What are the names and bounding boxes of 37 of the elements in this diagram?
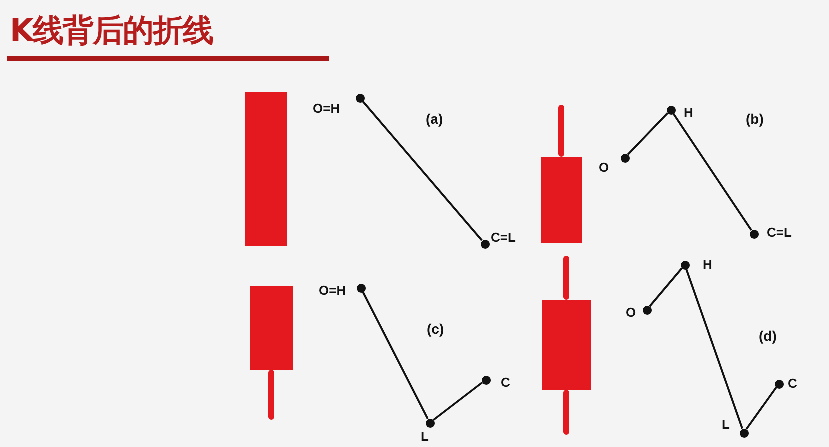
- point-label: O=H: [319, 284, 346, 297]
- data-point: [356, 284, 366, 292]
- point-label: C: [501, 376, 510, 389]
- data-point: [482, 376, 490, 384]
- line-segment: [627, 112, 669, 156]
- data-point: [666, 106, 676, 114]
- point-label: H: [684, 106, 694, 119]
- line-segment: [432, 382, 484, 422]
- data-point: [620, 154, 630, 162]
- panel-label: (c): [427, 322, 444, 336]
- line-segment: [672, 113, 752, 231]
- panel-label: (b): [746, 112, 764, 126]
- point-label: O: [599, 161, 610, 174]
- point-label: C=L: [491, 231, 516, 244]
- point-label: C: [788, 377, 798, 390]
- line-segment: [362, 292, 429, 420]
- point-label: L: [722, 418, 730, 431]
- data-point: [642, 306, 652, 314]
- line-segment: [746, 387, 778, 430]
- data-point: [680, 260, 690, 270]
- line-segment: [649, 268, 683, 308]
- panel-label: (d): [759, 329, 777, 343]
- panel-label: (a): [426, 112, 444, 126]
- title: K线背后的折线: [10, 12, 214, 51]
- point-label: C=L: [767, 226, 792, 239]
- point-label: H: [703, 258, 712, 271]
- data-point: [750, 230, 758, 238]
- line-segment: [362, 100, 483, 242]
- point-label: O: [626, 306, 636, 319]
- data-point: [774, 380, 784, 388]
- data-point: [740, 428, 748, 438]
- point-label: L: [421, 430, 429, 443]
- data-point: [480, 240, 490, 248]
- line-segment: [686, 268, 744, 430]
- point-label: O=H: [313, 102, 340, 115]
- data-point: [426, 418, 434, 428]
- data-point: [356, 94, 364, 102]
